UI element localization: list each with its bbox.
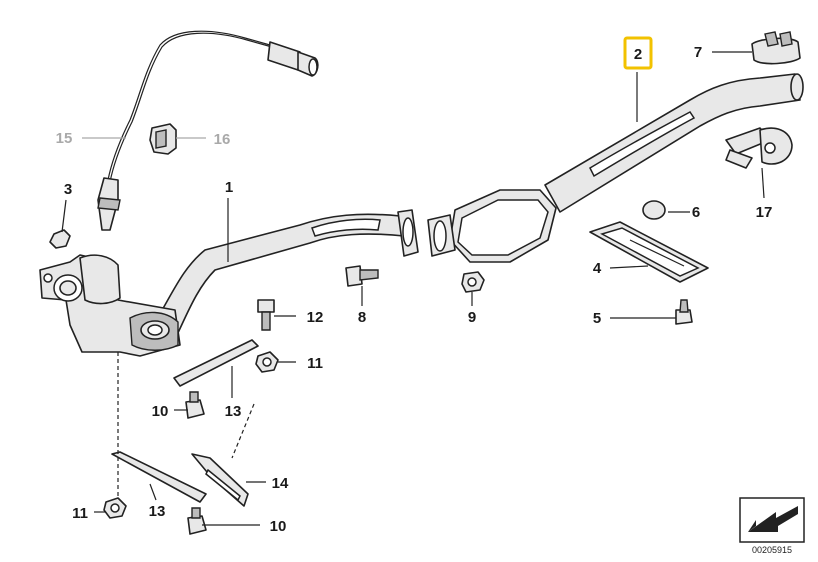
nav-arrow-icon[interactable]: [739, 497, 805, 543]
callout-14[interactable]: 14: [272, 475, 289, 492]
callout-13-upper[interactable]: 13: [225, 403, 242, 420]
callout-17[interactable]: 17: [756, 204, 773, 221]
callout-1[interactable]: 1: [225, 179, 233, 196]
front-catalytic-converter[interactable]: [39, 254, 181, 357]
bolt-8[interactable]: [345, 265, 379, 287]
highlight-box: [623, 36, 653, 70]
callout-13-lower[interactable]: 13: [149, 503, 166, 520]
nut-9[interactable]: [461, 271, 485, 293]
bracket-14[interactable]: [191, 453, 249, 507]
callout-9[interactable]: 9: [468, 309, 476, 326]
callout-15[interactable]: 15: [56, 130, 73, 147]
hanger-strap-upper[interactable]: [173, 339, 259, 387]
nut-3[interactable]: [49, 229, 71, 249]
rubber-mount-bracket[interactable]: [725, 127, 793, 169]
callout-2[interactable]: 2: [634, 46, 642, 63]
bolt-12[interactable]: [257, 299, 275, 331]
hanger-strap-lower[interactable]: [111, 451, 207, 503]
callout-labels: 1 2 3 4 5 6 7 8 9 10 10 11 11 12 13 13 1…: [56, 36, 773, 535]
callout-10-upper[interactable]: 10: [152, 403, 169, 420]
rear-pipe-with-center-muffler[interactable]: [427, 73, 804, 263]
callout-10-lower[interactable]: 10: [270, 518, 287, 535]
callout-11-upper[interactable]: 11: [307, 355, 323, 372]
callout-12[interactable]: 12: [307, 309, 324, 326]
bolt-5[interactable]: [675, 299, 693, 325]
callout-11-lower[interactable]: 11: [72, 505, 88, 522]
rubber-plug[interactable]: [642, 200, 666, 220]
callout-7[interactable]: 7: [694, 44, 702, 61]
nut-11-upper[interactable]: [255, 351, 279, 373]
callout-4[interactable]: 4: [593, 260, 602, 277]
callout-5[interactable]: 5: [593, 310, 601, 327]
bolt-10-lower[interactable]: [187, 507, 207, 535]
bolt-10-upper[interactable]: [185, 391, 205, 419]
sensor-clip[interactable]: [149, 123, 177, 155]
document-number: 00205915: [752, 545, 792, 555]
callout-16[interactable]: 16: [214, 131, 231, 148]
oxygen-sensor[interactable]: [97, 30, 319, 231]
leader-lines: [61, 51, 765, 526]
callout-6[interactable]: 6: [692, 204, 700, 221]
callout-3[interactable]: 3: [64, 181, 72, 198]
heat-shield-plate[interactable]: [589, 221, 709, 283]
pipe-clamp[interactable]: [751, 31, 801, 65]
callout-8[interactable]: 8: [358, 309, 366, 326]
nut-11-lower[interactable]: [103, 497, 127, 519]
